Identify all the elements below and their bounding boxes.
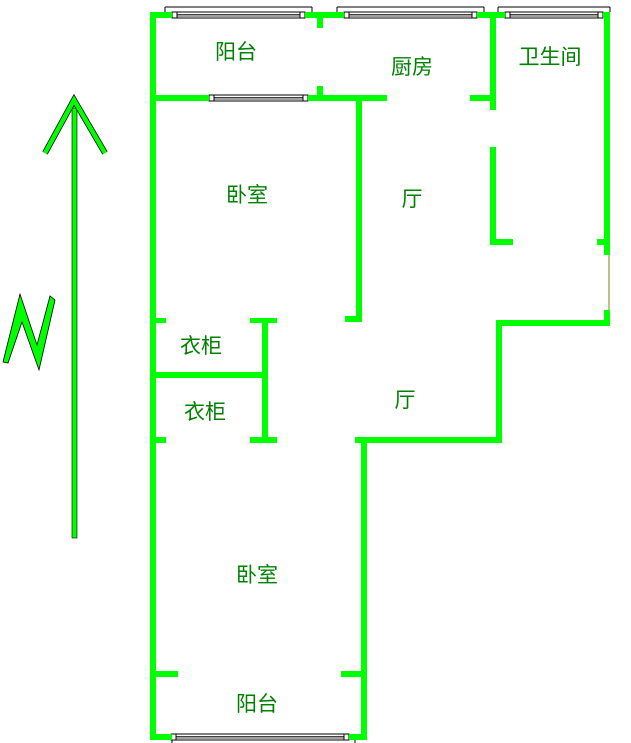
- wall: [150, 671, 178, 677]
- wall: [250, 437, 277, 443]
- window-frame: [504, 11, 511, 19]
- wall: [150, 95, 209, 101]
- room-label-bedroom-upper: 卧室: [226, 183, 268, 207]
- window-frame: [299, 11, 306, 19]
- window-frame: [343, 11, 350, 19]
- room-label-bedroom-lower: 卧室: [236, 563, 278, 587]
- wall: [150, 12, 172, 18]
- room-label-hall-lower: 厅: [394, 388, 416, 412]
- window-frame: [343, 733, 350, 741]
- wall: [341, 671, 367, 677]
- walls: [150, 12, 610, 740]
- wall: [317, 86, 323, 95]
- wall: [262, 318, 268, 443]
- wall: [355, 437, 502, 443]
- wall: [496, 320, 502, 443]
- wall: [150, 372, 268, 378]
- window-frame: [302, 94, 309, 102]
- wall: [490, 12, 496, 110]
- window-frame: [597, 11, 604, 19]
- wall: [490, 239, 513, 245]
- room-label-kitchen: 厨房: [391, 55, 433, 79]
- window: [170, 733, 350, 741]
- window-frame: [171, 11, 178, 19]
- window-frame: [208, 94, 215, 102]
- window: [171, 11, 306, 19]
- room-label-balcony-bottom: 阳台: [236, 692, 278, 716]
- wall: [604, 310, 610, 326]
- wall: [305, 12, 344, 18]
- wall: [356, 95, 362, 322]
- north-letter-n: [2, 292, 56, 372]
- wall: [490, 147, 496, 245]
- window-frame: [471, 11, 478, 19]
- wall: [250, 318, 277, 323]
- north-arrow-icon: [2, 93, 108, 539]
- wall: [150, 734, 172, 740]
- wall: [496, 320, 610, 326]
- wall: [345, 316, 362, 322]
- window: [343, 11, 478, 19]
- room-label-wardrobe-lower: 衣柜: [184, 400, 226, 424]
- wall: [361, 437, 367, 740]
- wall: [470, 95, 496, 101]
- room-label-hall-upper: 厅: [401, 187, 423, 211]
- window: [208, 94, 309, 102]
- wall: [349, 734, 367, 740]
- wall: [317, 18, 323, 28]
- wall: [156, 318, 166, 323]
- room-label-wardrobe-upper: 衣柜: [180, 334, 222, 358]
- wall: [308, 95, 387, 101]
- room-label-balcony-top: 阳台: [215, 40, 257, 64]
- room-label-bathroom: 卫生间: [518, 45, 582, 69]
- wall: [604, 12, 610, 255]
- wall: [597, 239, 610, 245]
- wall: [156, 437, 166, 443]
- window: [504, 11, 604, 19]
